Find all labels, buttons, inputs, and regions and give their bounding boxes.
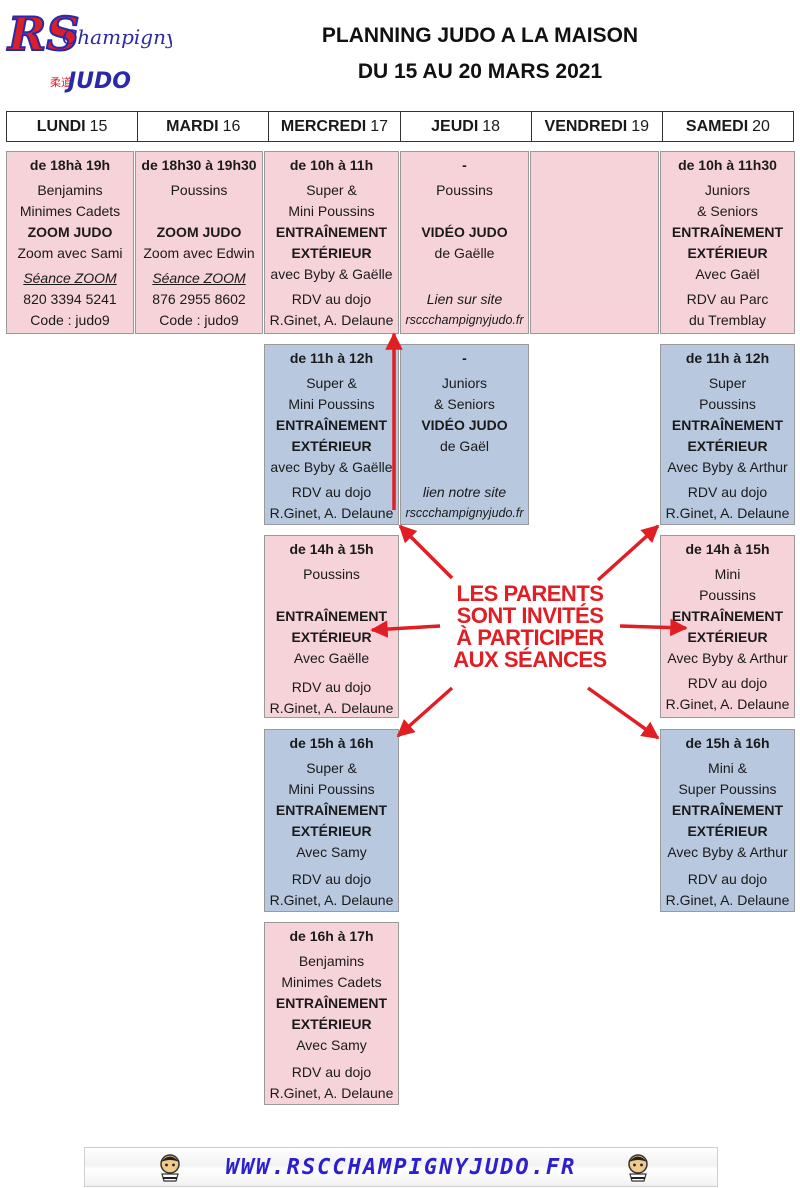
logo-sport: JUDO [64,69,131,94]
session-samedi-14h: de 14h à 15h Mini Poussins ENTRAÎNEMENT … [660,535,795,718]
judoka-mascot-icon [160,1154,180,1182]
arrow-to-mercredi-15h [396,686,454,738]
session-lundi-zoom: de 18hà 19h Benjamins Minimes Cadets ZOO… [6,151,134,334]
session-jeudi-video-2: - Juniors & Seniors VIDÉO JUDO de Gaël l… [400,344,529,525]
logo-club-initials: RS [6,7,79,61]
arrow-to-samedi-11h [596,524,660,582]
session-mardi-zoom: de 18h30 à 19h30 Poussins ZOOM JUDO Zoom… [135,151,263,334]
page-subtitle-dates: DU 15 AU 20 MARS 2021 [357,60,603,83]
session-samedi-11h: de 11h à 12h Super Poussins ENTRAÎNEMENT… [660,344,795,525]
judoka-mascot-icon [628,1154,648,1182]
session-mercredi-10h: de 10h à 11h Super & Mini Poussins ENTRA… [264,151,399,334]
page-title: PLANNING JUDO A LA MAISON [321,24,639,47]
logo-town: Champigny [62,25,172,49]
session-samedi-15h: de 15h à 16h Mini & Super Poussins ENTRA… [660,729,795,912]
arrow-to-samedi-15h [586,686,660,740]
session-mercredi-16h: de 16h à 17h Benjamins Minimes Cadets EN… [264,922,399,1105]
footer-banner: WWW.RSCCHAMPIGNYJUDO.FR [84,1147,718,1187]
session-mercredi-11h: de 11h à 12h Super & Mini Poussins ENTRA… [264,344,399,525]
website-link[interactable]: WWW.RSCCHAMPIGNYJUDO.FR [225,1154,577,1180]
session-samedi-10h: de 10h à 11h30 Juniors & Seniors ENTRAÎN… [660,151,795,334]
club-logo: RS Champigny 柔道 JUDO [5,6,172,94]
session-jeudi-video: - Poussins VIDÉO JUDO de Gaëlle Lien sur… [400,151,529,334]
session-mercredi-14h: de 14h à 15h Poussins ENTRAÎNEMENT EXTÉR… [264,535,399,718]
arrow-to-mercredi-11h [398,524,454,580]
session-vendredi-empty [530,151,659,334]
session-mercredi-15h: de 15h à 16h Super & Mini Poussins ENTRA… [264,729,399,912]
parents-invited-note: LES PARENTS SONT INVITÉS À PARTICIPER AU… [453,581,607,672]
logo-kanji-mark: 柔道 [50,75,72,89]
